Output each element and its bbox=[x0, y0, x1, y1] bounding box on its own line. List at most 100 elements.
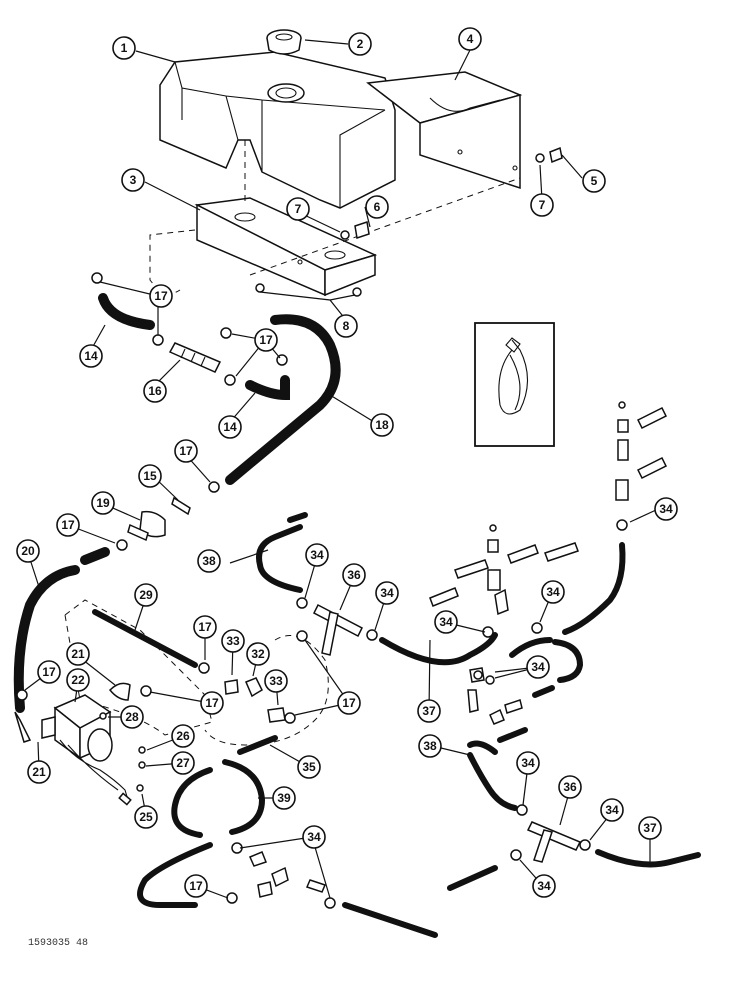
figure-reference: 1593035 48 bbox=[28, 938, 88, 949]
callout-label: 17 bbox=[61, 518, 75, 532]
callout-34: 34 bbox=[434, 610, 458, 634]
callout-36: 36 bbox=[558, 775, 582, 799]
mount-line bbox=[149, 229, 196, 294]
callout-2: 2 bbox=[348, 32, 372, 56]
callout-36: 36 bbox=[342, 563, 366, 587]
callout-label: 17 bbox=[154, 289, 168, 303]
callout-label: 37 bbox=[422, 704, 436, 718]
callout-label: 25 bbox=[139, 810, 153, 824]
callout-17: 17 bbox=[56, 513, 80, 537]
callout-label: 17 bbox=[189, 879, 203, 893]
callout-label: 17 bbox=[198, 620, 212, 634]
callout-label: 7 bbox=[539, 198, 546, 212]
callout-label: 34 bbox=[605, 803, 619, 817]
callout-29: 29 bbox=[134, 583, 158, 607]
callout-34: 34 bbox=[305, 543, 329, 567]
lower-left-hoses bbox=[137, 735, 498, 938]
callout-label: 29 bbox=[139, 588, 153, 602]
callout-label: 4 bbox=[467, 32, 474, 46]
callout-label: 17 bbox=[42, 665, 56, 679]
callout-label: 34 bbox=[439, 615, 453, 629]
callout-label: 2 bbox=[357, 37, 364, 51]
callout-label: 14 bbox=[84, 349, 98, 363]
callout-label: 34 bbox=[380, 586, 394, 600]
callout-26: 26 bbox=[171, 724, 195, 748]
callout-15: 15 bbox=[138, 464, 162, 488]
mount-line bbox=[249, 177, 521, 276]
callout-25: 25 bbox=[134, 805, 158, 829]
callout-label: 21 bbox=[32, 765, 46, 779]
callout-label: 7 bbox=[295, 202, 302, 216]
callout-22: 22 bbox=[66, 668, 90, 692]
callout-label: 17 bbox=[259, 333, 273, 347]
right-hoses bbox=[256, 512, 701, 868]
callout-17: 17 bbox=[174, 439, 198, 463]
callout-17: 17 bbox=[37, 660, 61, 684]
upper-right-fittings bbox=[429, 401, 668, 616]
callout-label: 26 bbox=[176, 729, 190, 743]
callout-label: 21 bbox=[71, 647, 85, 661]
mounting-bracket bbox=[194, 197, 378, 297]
callout-label: 18 bbox=[375, 418, 389, 432]
callout-label: 6 bbox=[374, 200, 381, 214]
callout-label: 39 bbox=[277, 791, 291, 805]
clamp-detail-inset bbox=[474, 322, 555, 447]
tank-shield bbox=[366, 71, 523, 190]
callout-17: 17 bbox=[200, 691, 224, 715]
callout-18: 18 bbox=[370, 413, 394, 437]
filler-cap bbox=[266, 29, 302, 55]
callout-label: 33 bbox=[269, 674, 283, 688]
upper-hoses bbox=[13, 293, 341, 713]
callout-label: 34 bbox=[659, 502, 673, 516]
callout-label: 34 bbox=[521, 756, 535, 770]
callout-14: 14 bbox=[218, 415, 242, 439]
callout-label: 17 bbox=[205, 696, 219, 710]
callout-label: 17 bbox=[179, 444, 193, 458]
callout-3: 3 bbox=[121, 168, 145, 192]
callout-label: 5 bbox=[591, 174, 598, 188]
callout-21: 21 bbox=[27, 760, 51, 784]
callout-label: 19 bbox=[96, 496, 110, 510]
callout-33: 33 bbox=[221, 629, 245, 653]
callout-17: 17 bbox=[337, 691, 361, 715]
hose-29 bbox=[92, 609, 198, 668]
callout-37: 37 bbox=[638, 816, 662, 840]
callout-17: 17 bbox=[149, 284, 173, 308]
hose-clamps bbox=[16, 272, 296, 724]
callout-17: 17 bbox=[254, 328, 278, 352]
callout-34: 34 bbox=[541, 580, 565, 604]
callout-17: 17 bbox=[193, 615, 217, 639]
lower-left-fittings bbox=[226, 842, 336, 909]
callout-34: 34 bbox=[654, 497, 678, 521]
callout-16: 16 bbox=[143, 379, 167, 403]
callout-34: 34 bbox=[600, 798, 624, 822]
callout-label: 14 bbox=[223, 420, 237, 434]
callout-label: 32 bbox=[251, 647, 265, 661]
callout-34: 34 bbox=[526, 655, 550, 679]
callout-label: 28 bbox=[125, 710, 139, 724]
pump-frame bbox=[204, 635, 329, 746]
callout-label: 16 bbox=[148, 384, 162, 398]
callout-label: 34 bbox=[537, 879, 551, 893]
callout-33: 33 bbox=[264, 669, 288, 693]
callout-27: 27 bbox=[171, 751, 195, 775]
callout-39: 39 bbox=[272, 786, 296, 810]
reservoir-tank bbox=[159, 51, 396, 209]
callout-37: 37 bbox=[417, 699, 441, 723]
callout-label: 36 bbox=[563, 780, 577, 794]
callout-8: 8 bbox=[334, 314, 358, 338]
callout-label: 36 bbox=[347, 568, 361, 582]
callout-label: 1 bbox=[121, 41, 128, 55]
hardware bbox=[255, 146, 563, 297]
callout-20: 20 bbox=[16, 539, 40, 563]
callout-34: 34 bbox=[302, 825, 326, 849]
callout-label: 34 bbox=[307, 830, 321, 844]
callout-label: 34 bbox=[546, 585, 560, 599]
callout-label: 20 bbox=[21, 544, 35, 558]
callout-label: 8 bbox=[343, 319, 350, 333]
callout-19: 19 bbox=[91, 491, 115, 515]
callout-4: 4 bbox=[458, 27, 482, 51]
washer-pump bbox=[41, 682, 132, 806]
callout-28: 28 bbox=[120, 705, 144, 729]
